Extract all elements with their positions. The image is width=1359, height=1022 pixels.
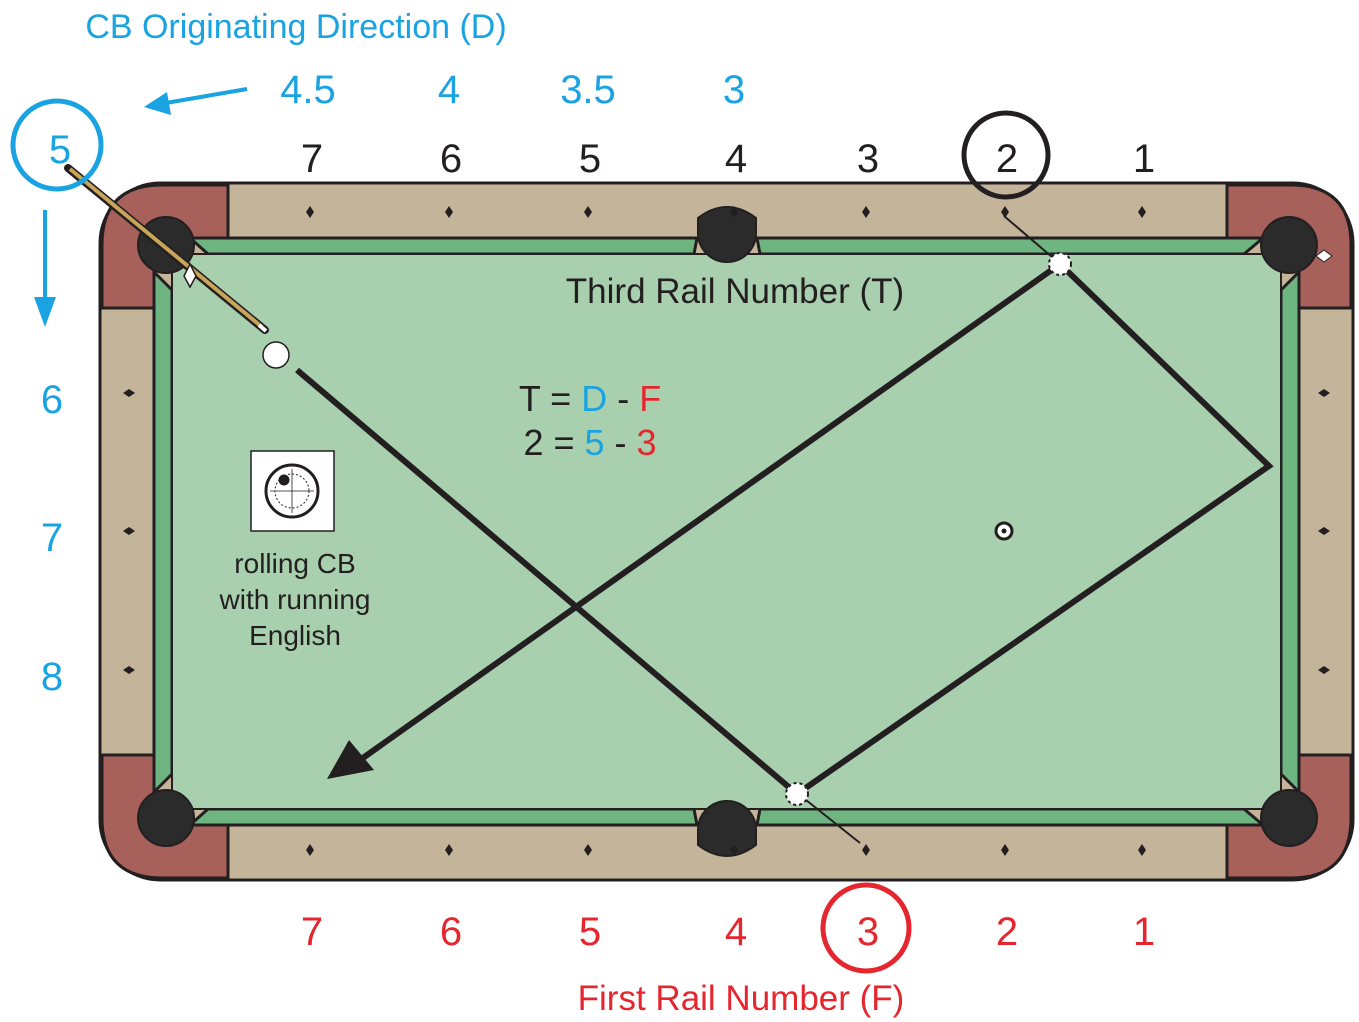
third-rail-label: Third Rail Number (T) [566, 272, 904, 311]
aim-diamond-marker [183, 262, 197, 289]
corner-caps [100, 183, 1353, 880]
bottom-rail-diamond [306, 844, 314, 856]
top-diamond-number: 6 [440, 137, 462, 181]
bottom-rail-diamond [730, 844, 738, 856]
top-diamond-number: 7 [301, 137, 323, 181]
top-diamond-number: 1 [1133, 137, 1155, 181]
pocket-top-right [1260, 216, 1318, 274]
direction-top-number: 4.5 [280, 68, 336, 112]
pocket-bottom-left [137, 789, 195, 847]
top-diamond-number: 5 [579, 137, 601, 181]
bottom-rail-diamond [1001, 844, 1009, 856]
pocket-top-middle [697, 206, 757, 263]
object-ball-icon [994, 521, 1014, 541]
top-rail-diamond [584, 206, 592, 218]
first-rail-contact [785, 782, 809, 806]
bottom-rail-diamond [862, 844, 870, 856]
top-diamond-number: 3 [857, 137, 879, 181]
direction-left-number: 8 [41, 655, 63, 699]
bottom-diamond-number: 7 [301, 910, 323, 954]
left-rail-diamond [123, 389, 135, 397]
cushions [152, 236, 1301, 827]
rail-diamonds [123, 206, 1330, 856]
left-rail-diamond [123, 666, 135, 674]
bottom-rail-diamond [584, 844, 592, 856]
top-diamond-numbers: 7 6 5 4 3 2 1 [301, 137, 1155, 181]
direction-left-number: 6 [41, 378, 63, 422]
bottom-rail-diamond [445, 844, 453, 856]
pocket-top-right-diamond [1315, 249, 1333, 263]
english-note-line-2: with running [219, 584, 371, 615]
pocket-bottom-middle [697, 800, 757, 857]
english-note: rolling CB with running English [219, 548, 371, 651]
right-rail-diamond [1318, 666, 1330, 674]
pockets [137, 206, 1318, 857]
cue-stick-icon [64, 164, 269, 334]
bottom-diamond-number: 3 [857, 910, 879, 954]
direction-left-numbers: 6 7 8 [41, 378, 63, 699]
right-rail-diamond [1318, 527, 1330, 535]
pocket-bottom-right [1260, 789, 1318, 847]
direction-top-number: 3.5 [560, 68, 616, 112]
bottom-rail-diamond [1138, 844, 1146, 856]
top-rail-diamond [445, 206, 453, 218]
cue-ball-path [295, 260, 1274, 798]
first-rail-label: First Rail Number (F) [578, 979, 905, 1018]
bottom-diamond-number: 5 [579, 910, 601, 954]
third-rail-pointer [1003, 215, 1053, 258]
direction-top-number: 3 [723, 68, 745, 112]
top-rail-diamond [1001, 206, 1009, 218]
direction-top-numbers: 4.5 4 3.5 3 [280, 68, 745, 112]
cue-ball-icon [262, 341, 290, 369]
third-rail-contact [1048, 252, 1072, 276]
top-rail-diamond [306, 206, 314, 218]
table-felt [171, 253, 1282, 810]
bottom-diamond-numbers: 7 6 5 4 3 2 1 [301, 910, 1155, 954]
blue-arrows [34, 87, 248, 327]
bottom-diamond-number: 2 [996, 910, 1018, 954]
first-rail-highlight-circle [820, 882, 912, 974]
formula-line-1: T = D - F [519, 378, 661, 419]
english-note-line-3: English [249, 620, 341, 651]
diagram-title: CB Originating Direction (D) [85, 8, 506, 46]
bottom-diamond-number: 4 [725, 910, 747, 954]
bottom-diamond-number: 1 [1133, 910, 1155, 954]
right-rail-diamond [1318, 389, 1330, 397]
top-rail-diamond [730, 206, 738, 218]
formula-line-2: 2 = 5 - 3 [523, 422, 656, 463]
left-rail-diamond [123, 527, 135, 535]
direction-corner-number: 5 [49, 128, 71, 172]
top-diamond-number: 4 [725, 137, 747, 181]
cue-tip-position-icon [250, 450, 335, 532]
direction-left-number: 7 [41, 516, 63, 560]
first-rail-pointer [805, 799, 861, 844]
top-diamond-number: 2 [996, 137, 1018, 181]
direction-top-number: 4 [438, 68, 460, 112]
english-note-line-1: rolling CB [234, 548, 355, 579]
top-rail-diamond [862, 206, 870, 218]
top-rail-diamond [1138, 206, 1146, 218]
direction-arrow-icon [327, 740, 374, 779]
third-rail-highlight-circle [961, 110, 1051, 200]
direction-corner-circle [10, 98, 104, 192]
bottom-diamond-number: 6 [440, 910, 462, 954]
